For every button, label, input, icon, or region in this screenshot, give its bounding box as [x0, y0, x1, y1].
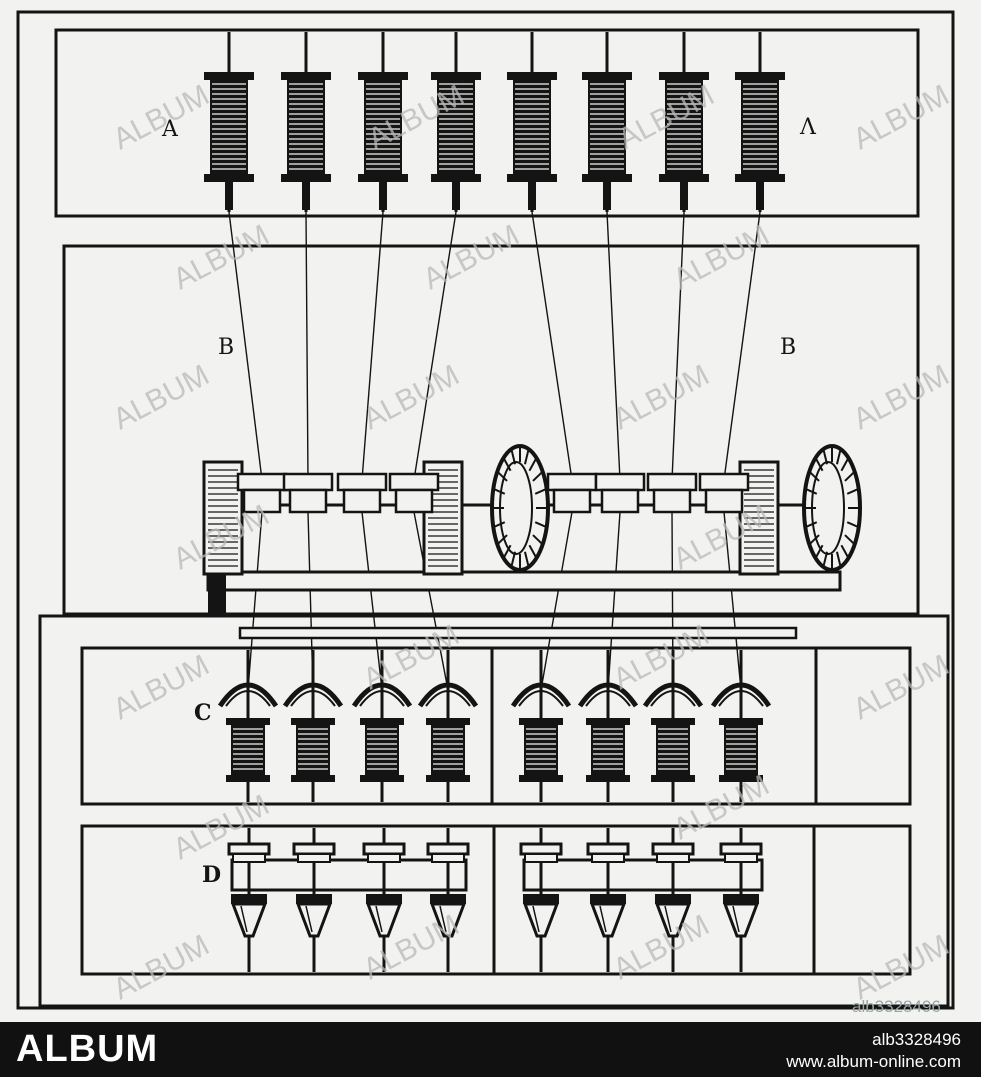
panel-a: [54, 28, 920, 218]
flyer-bobbin: [642, 650, 704, 802]
bobbin: [431, 32, 481, 212]
flyer-bobbin: [577, 650, 639, 802]
roller-pair: [236, 472, 288, 514]
thread-line: [305, 211, 309, 481]
gear-wheel: [802, 444, 862, 572]
thread-line: [607, 511, 621, 691]
flyer-bobbin: [417, 650, 479, 802]
roller-pair: [546, 472, 598, 514]
flyer-bobbin: [282, 650, 344, 802]
bobbin-row-c: [217, 650, 772, 802]
footer-image-id: alb3328496: [872, 1030, 961, 1049]
thread-line: [413, 211, 457, 481]
bobbin: [358, 32, 408, 212]
roller-pair: [698, 472, 750, 514]
label-b-left: B: [218, 335, 234, 360]
bobbin: [659, 32, 709, 212]
bobbin: [735, 32, 785, 212]
spindle: [227, 828, 271, 972]
label-d: D: [202, 862, 221, 888]
gear-wheel: [490, 444, 550, 572]
bobbin-row-a: [204, 32, 785, 212]
label-b-right: B: [780, 335, 796, 360]
footer-brand-logo: ALBUM: [16, 1028, 159, 1070]
spindle-rail: [230, 858, 468, 892]
bobbin: [507, 32, 557, 212]
roller-pair: [336, 472, 388, 514]
spindle-rail: [522, 858, 764, 892]
outer-frame: [16, 10, 955, 1010]
roller-pair: [646, 472, 698, 514]
spindle-row-d: [227, 828, 764, 972]
label-c: C: [194, 700, 212, 726]
thread-line: [228, 211, 263, 481]
spindle: [586, 828, 630, 972]
thread-line: [531, 211, 573, 481]
thread-line: [606, 211, 621, 481]
panel-c: [80, 646, 912, 806]
spinning-machine-drawing: A Λ B B C D ALBUM ALBUM ALBUM ALBUM ALBU…: [0, 0, 981, 1022]
panel-d: [80, 824, 912, 976]
thread-line: [361, 511, 383, 691]
thread-line: [540, 511, 573, 691]
flyer-bobbin: [351, 650, 413, 802]
flyer-bobbin: [710, 650, 772, 802]
thread-line: [361, 211, 384, 481]
bobbin: [204, 32, 254, 212]
label-a-right: Λ: [799, 115, 817, 140]
footer-bar: ALBUM alb3328496 www.album-online.com: [0, 1022, 981, 1077]
bobbin: [582, 32, 632, 212]
label-a-left: A: [161, 117, 179, 142]
roller-pair: [594, 472, 646, 514]
thread-line: [413, 511, 449, 691]
spindle: [292, 828, 336, 972]
drawing-roller-assembly: [202, 444, 862, 640]
spindle: [426, 828, 470, 972]
thread-line: [671, 211, 685, 481]
roller-pair: [282, 472, 334, 514]
thread-line: [723, 211, 761, 481]
footer-url: www.album-online.com: [786, 1052, 961, 1071]
flyer-bobbin: [510, 650, 572, 802]
spindle: [651, 828, 695, 972]
flyer-bobbin: [217, 650, 279, 802]
thread-line: [247, 511, 263, 691]
roller-frame: [202, 460, 244, 576]
guide-bar: [238, 626, 798, 640]
spindle: [362, 828, 406, 972]
thread-line: [723, 511, 742, 691]
roller-pair: [388, 472, 440, 514]
panel-b: [62, 244, 920, 616]
watermark-image-id: alb3328496: [852, 997, 941, 1016]
spindle: [519, 828, 563, 972]
panel-lower-frame: [38, 614, 950, 1008]
bobbin: [281, 32, 331, 212]
spindle: [719, 828, 763, 972]
